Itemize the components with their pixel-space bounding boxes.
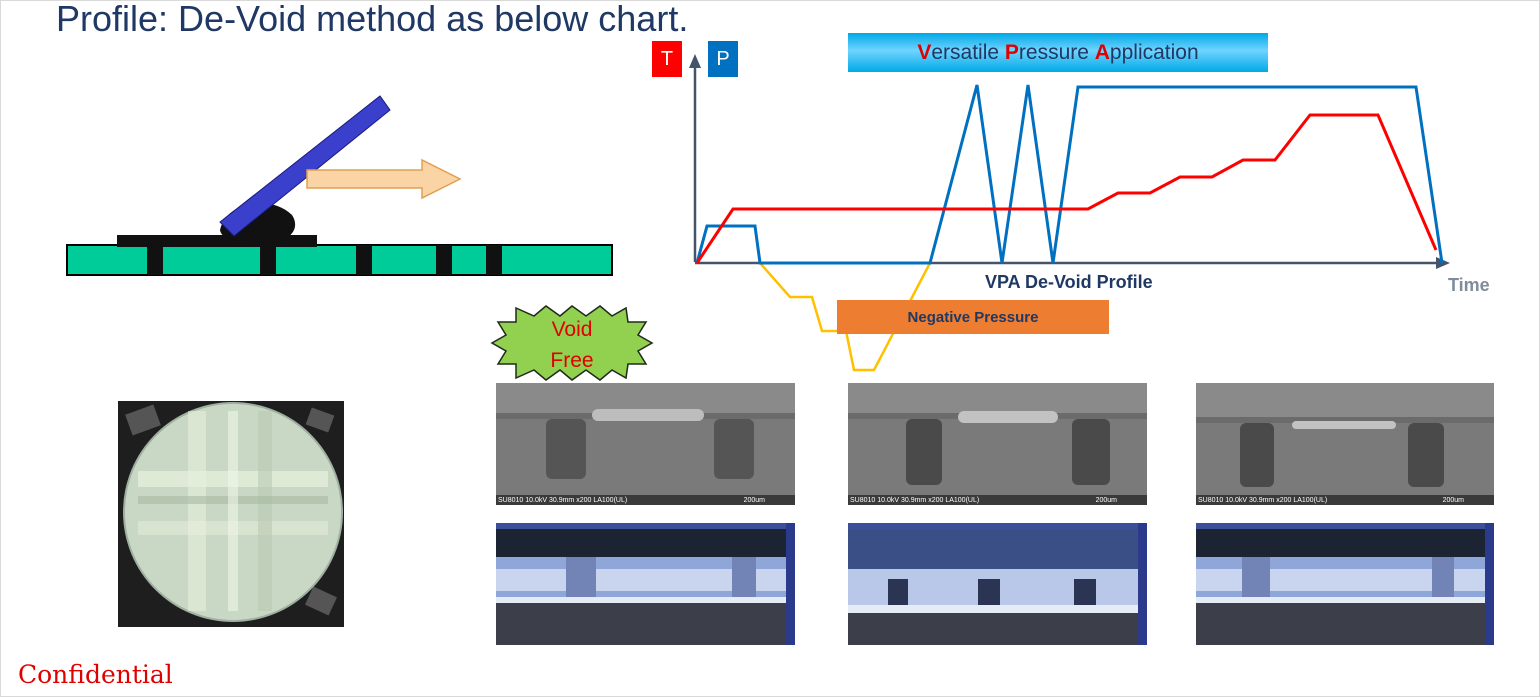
negative-pressure-line: [759, 262, 932, 372]
via-3: [356, 245, 372, 275]
sem-caption: SU8010 10.0kV 30.9mm x200 LA100(UL): [850, 497, 980, 504]
y-axis-arrow: [689, 54, 701, 68]
sem-scale: 200um: [743, 497, 765, 504]
sem-caption: SU8010 10.0kV 30.9mm x200 LA100(UL): [498, 497, 628, 504]
x-axis-label: Time: [1448, 275, 1490, 295]
sem-image: SU8010 10.0kV 30.9mm x200 LA100(UL) 200u…: [496, 383, 795, 505]
banner-ressure: ressure: [1018, 40, 1095, 64]
x-axis-arrow: [1436, 257, 1450, 269]
vpa-profile-chart: [689, 54, 1450, 372]
pressure-line: [695, 84, 1444, 265]
temperature-line: [695, 113, 1438, 264]
squeegee-illustration: [66, 95, 613, 276]
squeegee-icon: [219, 95, 391, 237]
profile-caption: VPA De-Void Profile: [985, 272, 1153, 292]
pressure-label: P: [708, 41, 738, 77]
badge-line-2: Free: [550, 349, 594, 372]
via-2: [260, 245, 276, 275]
arrow-right-icon: [306, 158, 462, 200]
wafer-photo: [118, 401, 344, 627]
sem-scale: 200um: [1442, 497, 1464, 504]
banner-a: A: [1094, 40, 1110, 64]
banner-pplication: pplication: [1109, 40, 1199, 64]
negative-pressure-label: Negative Pressure: [837, 300, 1109, 334]
temperature-label: T: [652, 41, 682, 77]
banner-p: P: [1004, 40, 1019, 64]
confidential-label: Confidential: [18, 660, 173, 689]
banner-v: V: [917, 40, 932, 64]
microscope-image: [496, 523, 795, 645]
slide-title: Profile: De-Void method as below chart.: [56, 0, 689, 39]
void-free-badge: Void Free: [490, 314, 654, 376]
void-free-badge-shape: [490, 305, 654, 381]
microscope-image: [848, 523, 1147, 645]
via-1: [147, 245, 163, 275]
sem-image: SU8010 10.0kV 30.9mm x200 LA100(UL) 200u…: [848, 383, 1147, 505]
microscope-image: [1196, 523, 1494, 645]
sem-image: SU8010 10.0kV 30.9mm x200 LA100(UL) 200u…: [1196, 383, 1494, 505]
banner-ersatile: ersatile: [931, 40, 1005, 64]
sem-caption: SU8010 10.0kV 30.9mm x200 LA100(UL): [1198, 497, 1328, 504]
via-5: [486, 245, 502, 275]
via-4: [436, 245, 452, 275]
badge-line-1: Void: [551, 318, 593, 341]
sem-scale: 200um: [1095, 497, 1117, 504]
